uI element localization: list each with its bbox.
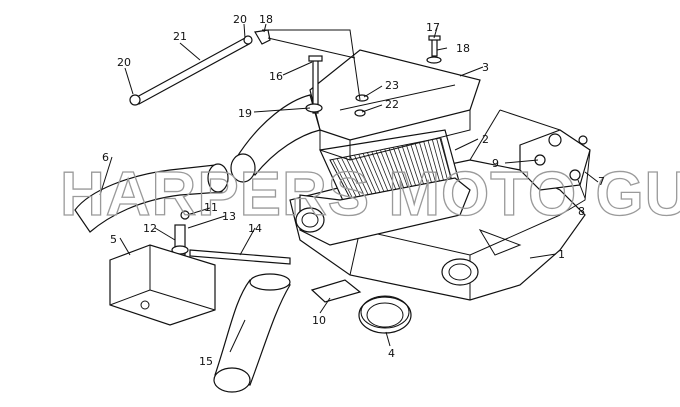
callout-17: 17 — [426, 21, 440, 34]
filter-hatch-line — [384, 149, 401, 190]
callout-3: 3 — [482, 61, 489, 74]
callout-1: 1 — [558, 248, 565, 261]
filter-hatch-line — [336, 158, 357, 197]
filter-hatch-line — [349, 156, 369, 195]
filter-hatch-line — [332, 159, 353, 198]
filter-hatch-line — [414, 143, 429, 185]
hose-part-15 — [213, 273, 291, 393]
callout-16: 16 — [269, 70, 283, 83]
filter-hatch-line — [410, 144, 425, 186]
callout-8: 8 — [578, 205, 585, 218]
callout-5: 5 — [110, 233, 117, 246]
sleeve-part-4 — [358, 295, 412, 334]
filter-hatching — [332, 137, 453, 198]
filter-hatch-line — [375, 151, 393, 191]
callout-6: 6 — [102, 151, 109, 164]
hose-part-14 — [189, 249, 291, 265]
gasket-part-10 — [310, 279, 362, 303]
nut-22 — [354, 109, 366, 117]
callout-labels: 21 20 18 20 16 17 18 3 19 23 22 2 6 7 8 … — [102, 13, 605, 368]
callout-18-right: 18 — [456, 42, 470, 55]
filter-hatch-line — [362, 153, 381, 193]
callout-20-left: 20 — [117, 56, 131, 69]
filter-hatch-line — [345, 157, 365, 196]
callout-19: 18 — [259, 13, 273, 26]
callout-11: 11 — [204, 201, 218, 214]
filter-hatch-line — [440, 137, 453, 182]
filter-hatch-line — [406, 144, 421, 187]
filter-hatch-line — [436, 138, 449, 182]
filter-hatch-line — [397, 146, 413, 188]
filter-hatch-line — [423, 141, 437, 184]
callout-10: 10 — [312, 314, 326, 327]
filter-hatch-line — [388, 148, 405, 189]
filter-hatch-line — [354, 155, 373, 194]
breather-pipe-part-21 — [129, 29, 271, 106]
callout-4: 4 — [388, 347, 395, 360]
filter-hatch-line — [401, 145, 417, 187]
filter-hatch-line — [431, 139, 445, 183]
filter-hatch-line — [367, 152, 385, 193]
hose-part-6 — [74, 163, 229, 233]
filter-hatch-line — [393, 147, 409, 189]
filter-hatch-line — [427, 140, 441, 184]
callout-7: 7 — [598, 175, 605, 188]
callout-15: 15 — [199, 355, 213, 368]
mount-bracket-7-8-9 — [519, 129, 591, 191]
callout-12: 12 — [143, 222, 157, 235]
callout-14: 14 — [248, 222, 262, 235]
filter-hatch-line — [341, 158, 361, 196]
callout-2: 2 — [482, 133, 489, 146]
callout-22: 22 — [385, 98, 399, 111]
callout-13: 13 — [222, 210, 236, 223]
callout-9: 9 — [492, 157, 499, 170]
bracket-box — [109, 244, 216, 326]
bolts — [305, 35, 442, 114]
leader-lines — [99, 23, 599, 353]
callout-21: 21 — [173, 30, 187, 43]
filter-hatch-line — [419, 142, 433, 185]
filter-element — [295, 129, 471, 246]
filter-hatch-line — [380, 150, 397, 191]
filter-hatch-line — [371, 151, 389, 192]
callout-20-top: 20 — [233, 13, 247, 26]
filter-hatch-line — [358, 154, 377, 194]
callout-18-left: 19 — [238, 107, 252, 120]
watermark-text: HARPERS MOTO GUZZI © — [60, 160, 680, 229]
callout-23: 23 — [385, 79, 399, 92]
